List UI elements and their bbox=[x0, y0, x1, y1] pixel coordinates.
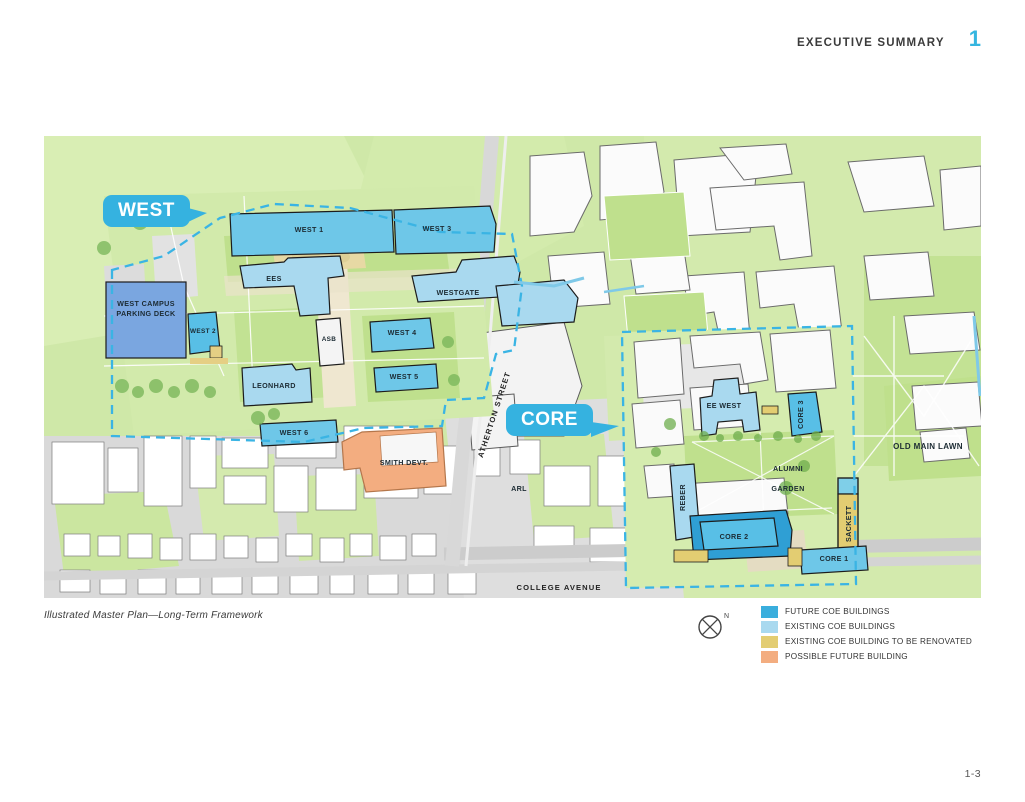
section-title: EXECUTIVE SUMMARY bbox=[796, 37, 945, 49]
legend-swatch bbox=[761, 650, 778, 663]
north-arrow: N bbox=[695, 608, 739, 642]
callout-west-pointer bbox=[187, 208, 207, 222]
chapter-number: 1 bbox=[968, 26, 981, 51]
legend-label: EXISTING COE BUILDING TO BE RENOVATED bbox=[785, 637, 972, 646]
north-arrow-icon: N bbox=[698, 613, 729, 639]
page-header: EXECUTIVE SUMMARY 1 bbox=[797, 28, 981, 50]
legend-swatch bbox=[761, 635, 778, 648]
legend-label: FUTURE COE BUILDINGS bbox=[785, 607, 890, 616]
callout-west-label: WEST bbox=[118, 200, 175, 221]
north-arrow-label: N bbox=[724, 613, 729, 620]
map-graphic bbox=[44, 136, 981, 598]
figure-caption: Illustrated Master Plan—Long-Term Framew… bbox=[44, 610, 263, 621]
callout-west: WEST bbox=[103, 195, 207, 227]
callout-core: CORE bbox=[506, 404, 619, 437]
master-plan-map: WEST 1 WEST 3 EES WESTGATE WEST CAMPUS P… bbox=[44, 136, 981, 598]
map-legend: FUTURE COE BUILDINGS EXISTING COE BUILDI… bbox=[761, 605, 972, 663]
legend-item-existing-coe-buildings: EXISTING COE BUILDINGS bbox=[761, 620, 972, 633]
legend-label: POSSIBLE FUTURE BUILDING bbox=[785, 652, 908, 661]
legend-label: EXISTING COE BUILDINGS bbox=[785, 622, 896, 631]
page-footer: 1-3 bbox=[964, 768, 981, 780]
legend-item-existing-coe-building-to-be-renovated: EXISTING COE BUILDING TO BE RENOVATED bbox=[761, 635, 972, 648]
legend-item-future-coe-buildings: FUTURE COE BUILDINGS bbox=[761, 605, 972, 618]
legend-swatch bbox=[761, 605, 778, 618]
callout-core-pointer bbox=[590, 422, 619, 437]
legend-swatch bbox=[761, 620, 778, 633]
legend-item-possible-future-building: POSSIBLE FUTURE BUILDING bbox=[761, 650, 972, 663]
callout-core-label: CORE bbox=[521, 409, 578, 430]
